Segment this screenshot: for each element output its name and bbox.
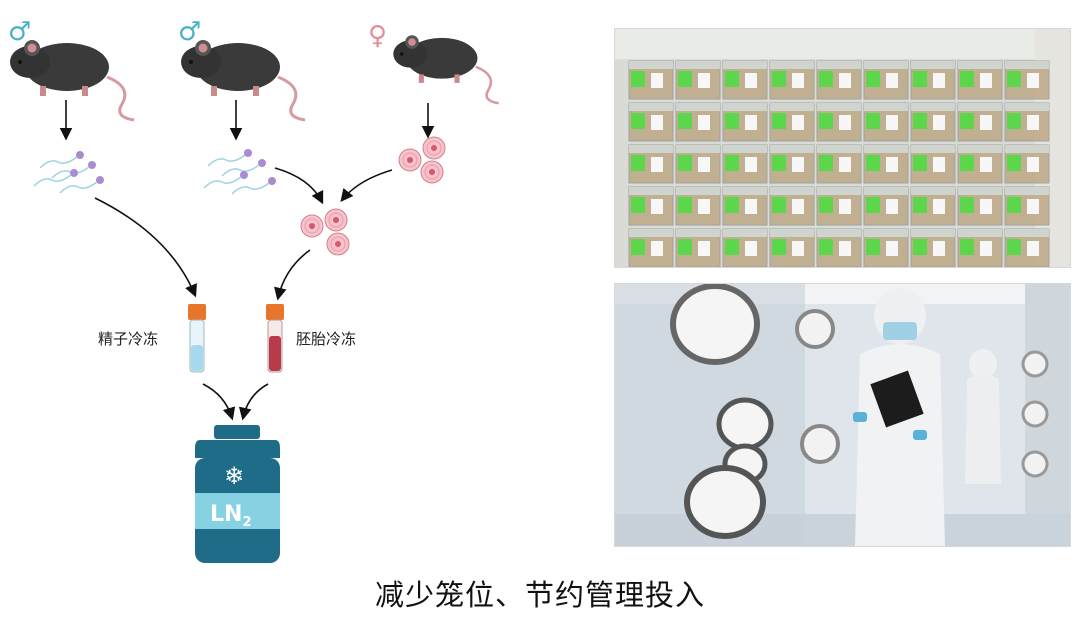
female-mouse [392,34,500,105]
embryo-cryo-tube [266,304,284,373]
cage-unit [722,60,768,100]
cage-unit [957,144,1003,184]
sperm-cluster-2 [203,148,277,195]
cage-unit [957,186,1003,226]
cage-unit [1004,228,1050,268]
cage-unit [910,228,956,268]
cage-unit [1004,186,1050,226]
male-mouse-1 [8,38,136,122]
cage-unit [863,186,909,226]
isolator-units [615,283,1070,546]
sperm-cryo-tube [188,304,206,373]
cage-unit [628,186,674,226]
male-symbol-2: ♂ [178,17,201,47]
arrow-eggs-to-embryos [340,169,393,202]
ivc-cage-rack-photo [614,28,1071,268]
embryos [300,208,350,256]
tank-label: LN2 [210,502,251,530]
cage-unit [722,228,768,268]
cage-unit [863,228,909,268]
arrow-sperm-tube-to-tank [202,383,236,421]
cage-unit [722,144,768,184]
cage-unit [1004,102,1050,142]
arrow-embryos-to-embryo-tube [274,249,311,301]
female-symbol: ♀ [368,21,387,51]
cage-unit [675,102,721,142]
arrow-sperm-to-embryos [274,167,324,205]
cage-unit [769,144,815,184]
arrow-embryo-tube-to-tank [238,383,269,421]
cage-unit [910,102,956,142]
cage-unit [1004,60,1050,100]
cage-unit [957,102,1003,142]
isolator-lab-photo [614,283,1071,547]
sperm-freeze-label: 精子冷冻 [98,330,158,348]
cage-unit [628,144,674,184]
cage-unit [769,60,815,100]
cryopreservation-diagram: ♂ ♂ ♀ 精子冷冻 胚胎冷冻 [8,17,500,563]
arrow-sperm-to-sperm-tube [94,197,197,298]
male-symbol-1: ♂ [8,17,31,47]
cage-unit [863,60,909,100]
embryo-freeze-label: 胚胎冷冻 [296,330,356,348]
cage-unit [769,102,815,142]
snowflake-icon: ❄ [224,462,244,490]
liquid-nitrogen-tank: ❄ LN2 [195,425,280,563]
cage-unit [769,186,815,226]
cage-unit [722,186,768,226]
cage-unit [910,60,956,100]
cage-unit [628,228,674,268]
background-worker [965,349,1001,484]
cage-unit [863,144,909,184]
cage-unit [816,102,862,142]
cage-unit [675,186,721,226]
cage-unit [910,186,956,226]
cage-grid [628,60,1050,268]
male-mouse-2 [179,38,307,122]
cage-unit [628,60,674,100]
cage-unit [816,186,862,226]
cage-unit [863,102,909,142]
cage-unit [910,144,956,184]
cage-unit [769,228,815,268]
cage-unit [957,60,1003,100]
cage-unit [1004,144,1050,184]
cage-unit [816,60,862,100]
cage-unit [816,228,862,268]
cage-unit [722,102,768,142]
cage-unit [628,102,674,142]
cage-unit [816,144,862,184]
cage-unit [675,228,721,268]
cage-unit [675,144,721,184]
oocytes [398,136,446,184]
cage-unit [675,60,721,100]
cage-unit [957,228,1003,268]
lab-worker [853,288,945,546]
sperm-cluster-1 [33,150,105,194]
caption: 减少笼位、节约管理投入 [374,578,705,612]
